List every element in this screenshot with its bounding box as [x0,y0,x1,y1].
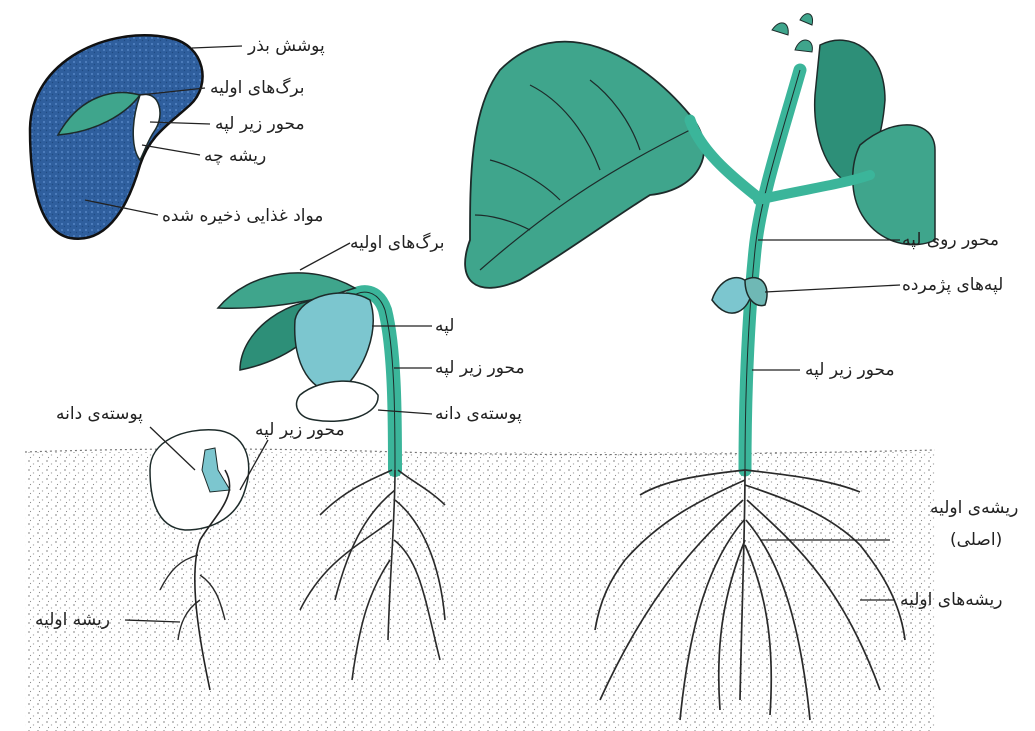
stage3-buds [772,14,813,52]
label-seed-coat: پوشش بذر [248,36,325,56]
label-stage1-primary-root: ریشه اولیه [35,610,110,630]
label-stage3-withered-cotyledons: لپه‌های پژمرده [902,275,1003,295]
label-stage3-epicotyl: محور روی لپه [902,230,999,250]
label-stored-food: مواد غذایی ذخیره شده [162,206,323,226]
label-radicle: ریشه چه [204,146,266,166]
label-seed-hypocotyl: محور زیر لپه [215,114,305,134]
stage3-side-leaf [853,125,935,245]
label-stage2-first-leaves: برگ‌های اولیه [350,233,445,253]
label-stage3-primary-root-line1: ریشه‌ی اولیه [930,498,1018,518]
label-stage2-seed-coat: پوسته‌ی دانه [435,404,522,424]
label-stage2-hypocotyl: محور زیر لپه [435,358,525,378]
stage2-seed-coat [296,381,378,421]
label-stage2-cotyledon: لپه [435,316,454,336]
label-stage1-seed-coat: پوسته‌ی دانه [56,404,143,424]
stage3-large-leaf [465,42,704,288]
label-stage1-hypocotyl: محور زیر لپه [255,420,345,440]
label-stage3-primary-roots: ریشه‌های اولیه [900,590,1002,610]
label-stage3-hypocotyl: محور زیر لپه [805,360,895,380]
label-stage3-primary-root-line2: (اصلی) [950,530,1002,550]
stage2-cotyledon [295,293,373,392]
label-seed-first-leaves: برگ‌های اولیه [210,78,305,98]
